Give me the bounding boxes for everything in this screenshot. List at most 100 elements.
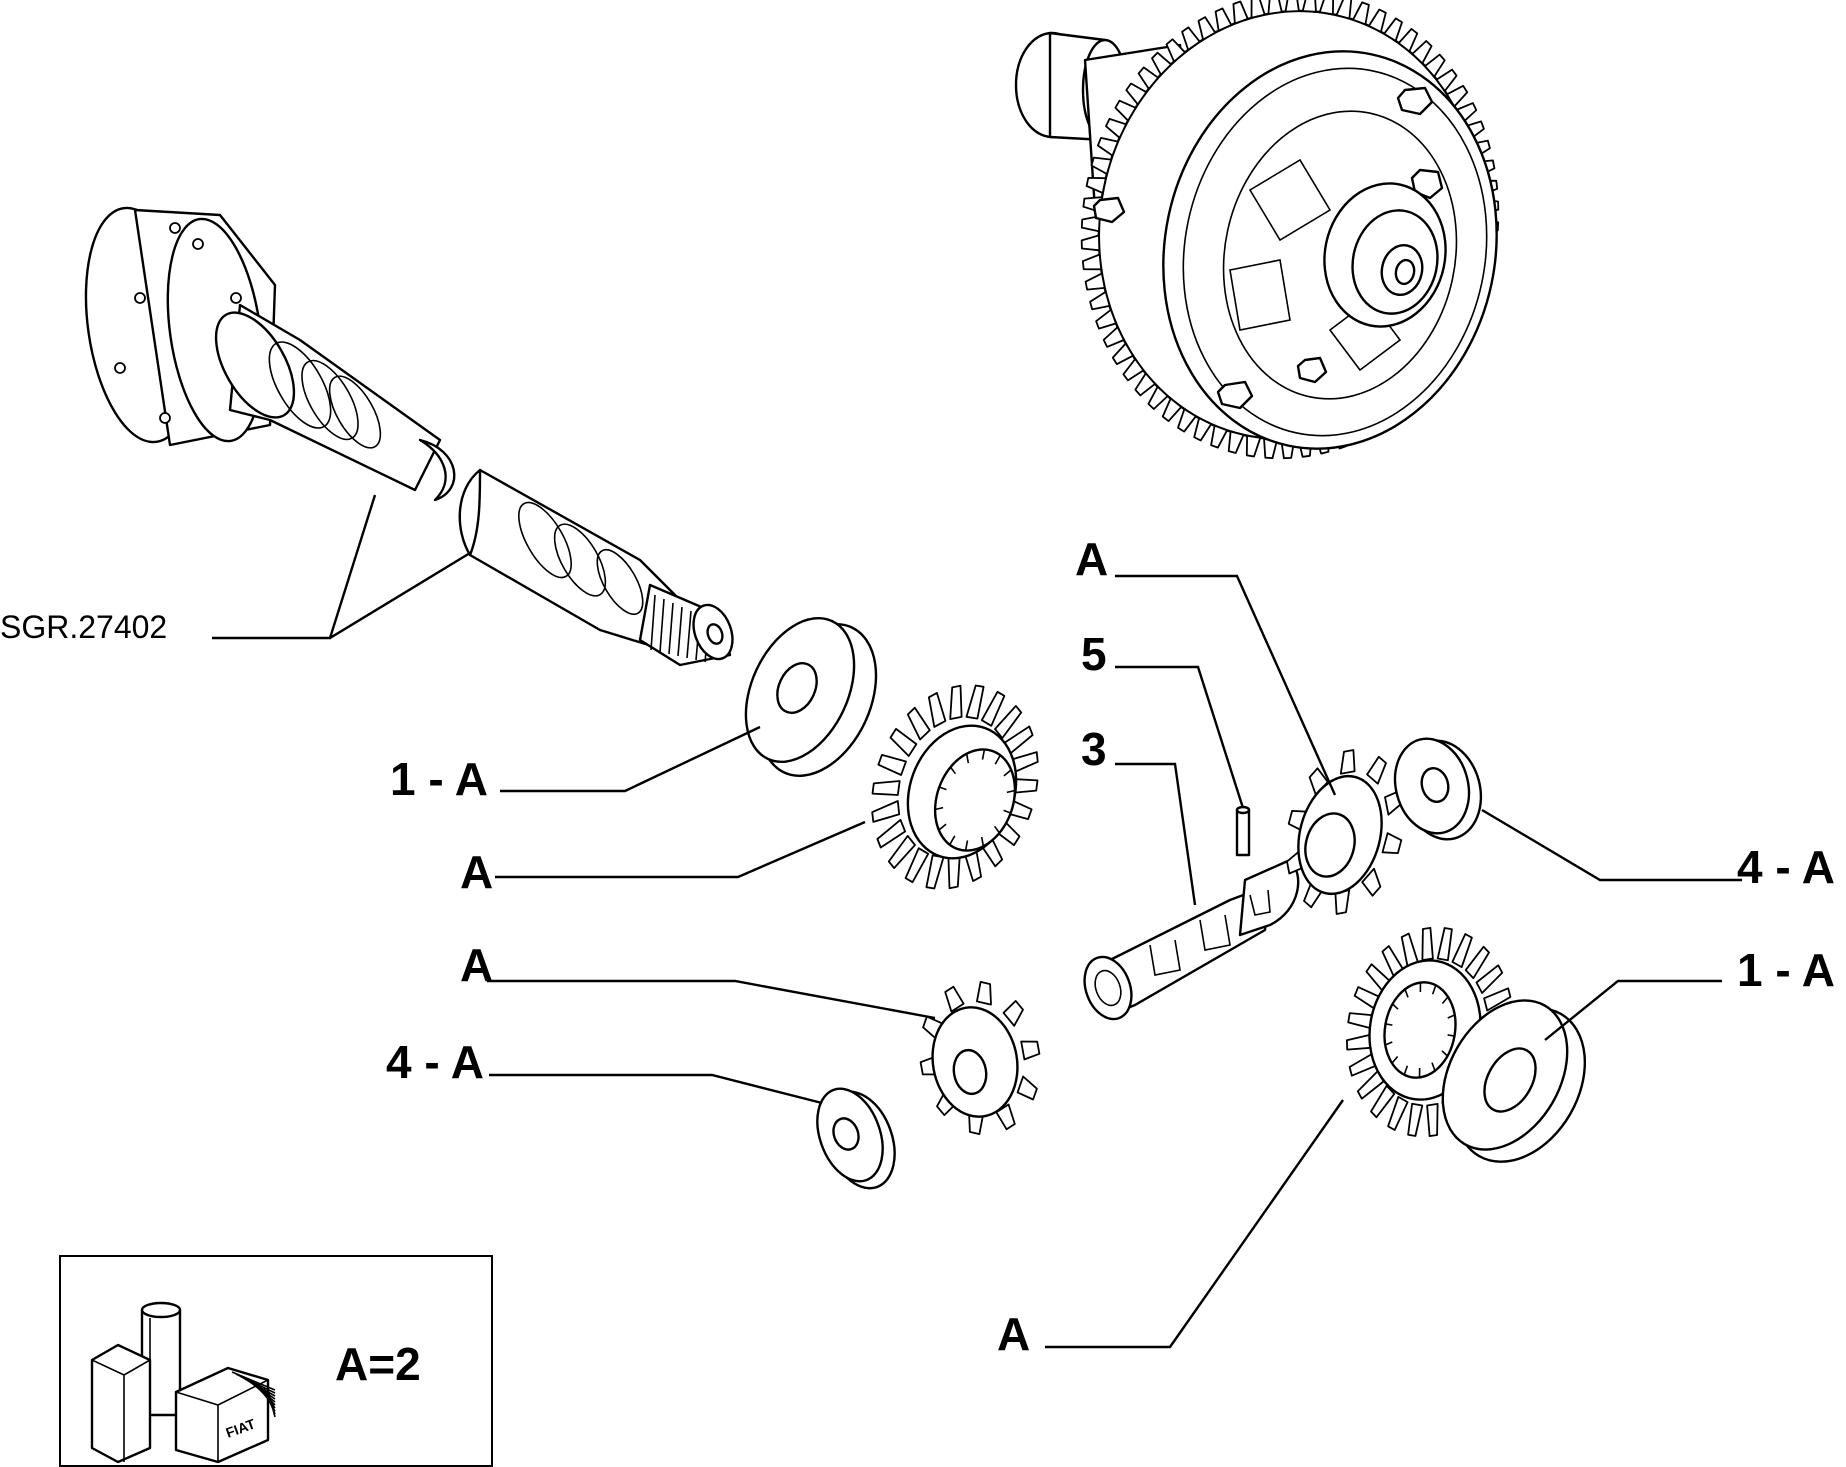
ring-gear-tooth bbox=[1435, 68, 1458, 92]
spline-line bbox=[1385, 1041, 1393, 1046]
reference-code-label: SGR.27402 bbox=[0, 609, 167, 645]
gear-tooth bbox=[925, 854, 945, 890]
spline-line bbox=[965, 753, 970, 764]
ring-gear-tooth bbox=[1111, 342, 1134, 366]
spline-line bbox=[686, 610, 692, 659]
ring-gear-tooth bbox=[1411, 40, 1433, 65]
gear-tooth bbox=[1426, 1103, 1439, 1137]
bolt-icon bbox=[1092, 86, 1444, 410]
gear-tooth bbox=[1475, 964, 1504, 994]
spline-line bbox=[981, 749, 986, 760]
quantity-label: A=2 bbox=[335, 1338, 421, 1390]
pinion-washer-right bbox=[1393, 737, 1483, 841]
ring-gear-tooth bbox=[1214, 7, 1233, 32]
gear-tooth bbox=[1421, 927, 1434, 961]
pin bbox=[1235, 805, 1251, 857]
ring-gear-tooth bbox=[1352, 1, 1370, 26]
ring-gear-tooth bbox=[1080, 234, 1101, 252]
spline-line bbox=[1431, 1062, 1436, 1072]
ring-gear-tooth bbox=[1397, 27, 1419, 53]
ring-gear-tooth bbox=[1245, 434, 1262, 458]
gear-tooth bbox=[1370, 1084, 1396, 1119]
spline-line bbox=[993, 825, 1001, 834]
ring-gear-tooth bbox=[1181, 26, 1201, 51]
gear-tooth bbox=[944, 985, 965, 1013]
spline-line bbox=[980, 836, 985, 847]
ring-gear-tooth bbox=[1383, 17, 1403, 42]
ring-gear-tooth bbox=[1137, 66, 1159, 90]
ring-gear-tooth bbox=[1267, 0, 1283, 15]
gear-tooth bbox=[1002, 1000, 1024, 1027]
differential-housing bbox=[1014, 0, 1500, 460]
axle-shaft bbox=[84, 206, 734, 667]
spline-line bbox=[1447, 1014, 1455, 1019]
pinion-shaft bbox=[1083, 858, 1300, 1021]
gear-tooth bbox=[889, 728, 918, 757]
pinion-gear-right bbox=[1286, 749, 1404, 915]
gear-tooth bbox=[1339, 749, 1356, 775]
gear-tooth bbox=[871, 780, 901, 796]
ring-gear-tooth bbox=[1084, 272, 1106, 291]
pinion-washer-left bbox=[816, 1087, 896, 1190]
gear-tooth bbox=[1020, 1040, 1041, 1061]
gear-tooth bbox=[1436, 927, 1453, 962]
spline-line bbox=[1385, 1023, 1393, 1026]
gear-tooth bbox=[1483, 987, 1512, 1012]
gear-tooth bbox=[887, 835, 916, 869]
ring-gear-tooth bbox=[1089, 290, 1111, 311]
gear-tooth bbox=[871, 800, 901, 823]
spline-line bbox=[1404, 988, 1409, 998]
spline-line bbox=[994, 754, 1001, 765]
callout-washer-right: 1 - A bbox=[1737, 944, 1835, 996]
ring-gear-tooth bbox=[1085, 176, 1107, 194]
gear-tooth bbox=[1361, 867, 1382, 897]
spline-line bbox=[938, 823, 947, 831]
ring-gear-tooth bbox=[1134, 372, 1156, 397]
gear-tooth bbox=[906, 706, 931, 741]
gear-tooth bbox=[876, 818, 906, 849]
ring-gear-tooth bbox=[1227, 430, 1245, 454]
spline-line bbox=[1431, 985, 1437, 995]
spline-line bbox=[1447, 1034, 1455, 1037]
gear-tooth bbox=[1381, 832, 1403, 854]
ring-gear-tooth bbox=[1165, 38, 1186, 63]
leader-lines bbox=[212, 494, 1742, 1349]
ring-gear-tooth bbox=[1424, 53, 1446, 78]
ring-gear-tooth bbox=[1090, 156, 1113, 175]
callout-pin: 5 bbox=[1081, 628, 1107, 680]
ring-gear-tooth bbox=[1335, 0, 1353, 20]
gear-tooth bbox=[1387, 1096, 1409, 1131]
ring-gear-tooth bbox=[1114, 99, 1137, 122]
gear-tooth bbox=[994, 705, 1023, 739]
ring-gear-tooth bbox=[1232, 0, 1249, 25]
ring-gear-tooth bbox=[1318, 0, 1335, 16]
ring-gear-tooth bbox=[1147, 385, 1169, 410]
spline-line bbox=[677, 606, 683, 657]
ring-gear-tooth bbox=[1368, 8, 1387, 33]
spline-line bbox=[949, 835, 956, 846]
gear-tooth bbox=[904, 847, 930, 884]
callout-shaft: 3 bbox=[1081, 723, 1107, 775]
callout-pinion-washer-right: 4 - A bbox=[1737, 841, 1835, 893]
ring-gear-tooth bbox=[1161, 397, 1183, 423]
spline-line bbox=[659, 598, 665, 653]
spline-line bbox=[934, 806, 944, 811]
gear-tooth bbox=[1016, 1075, 1038, 1101]
gear-tooth bbox=[976, 981, 992, 1006]
spline-line bbox=[668, 602, 674, 655]
ring-gear-tooth bbox=[1097, 136, 1119, 157]
ring-gear-tooth bbox=[1105, 118, 1127, 139]
gear-tooth bbox=[877, 754, 907, 776]
ring-gear-tooth bbox=[1197, 16, 1217, 41]
spline-line bbox=[1392, 1003, 1399, 1010]
gear-tooth bbox=[1451, 933, 1473, 968]
gear-tooth bbox=[1366, 755, 1387, 785]
callout-pinion-washer-left: 4 - A bbox=[386, 1036, 484, 1088]
spline-line bbox=[949, 766, 957, 775]
ring-gear-tooth bbox=[1301, 0, 1317, 13]
quantity-legend: FIAT A=2 bbox=[59, 1255, 493, 1467]
spline-line bbox=[1441, 1050, 1448, 1057]
spline-line bbox=[939, 786, 947, 791]
callout-pinion-top-right: A bbox=[1075, 533, 1108, 585]
